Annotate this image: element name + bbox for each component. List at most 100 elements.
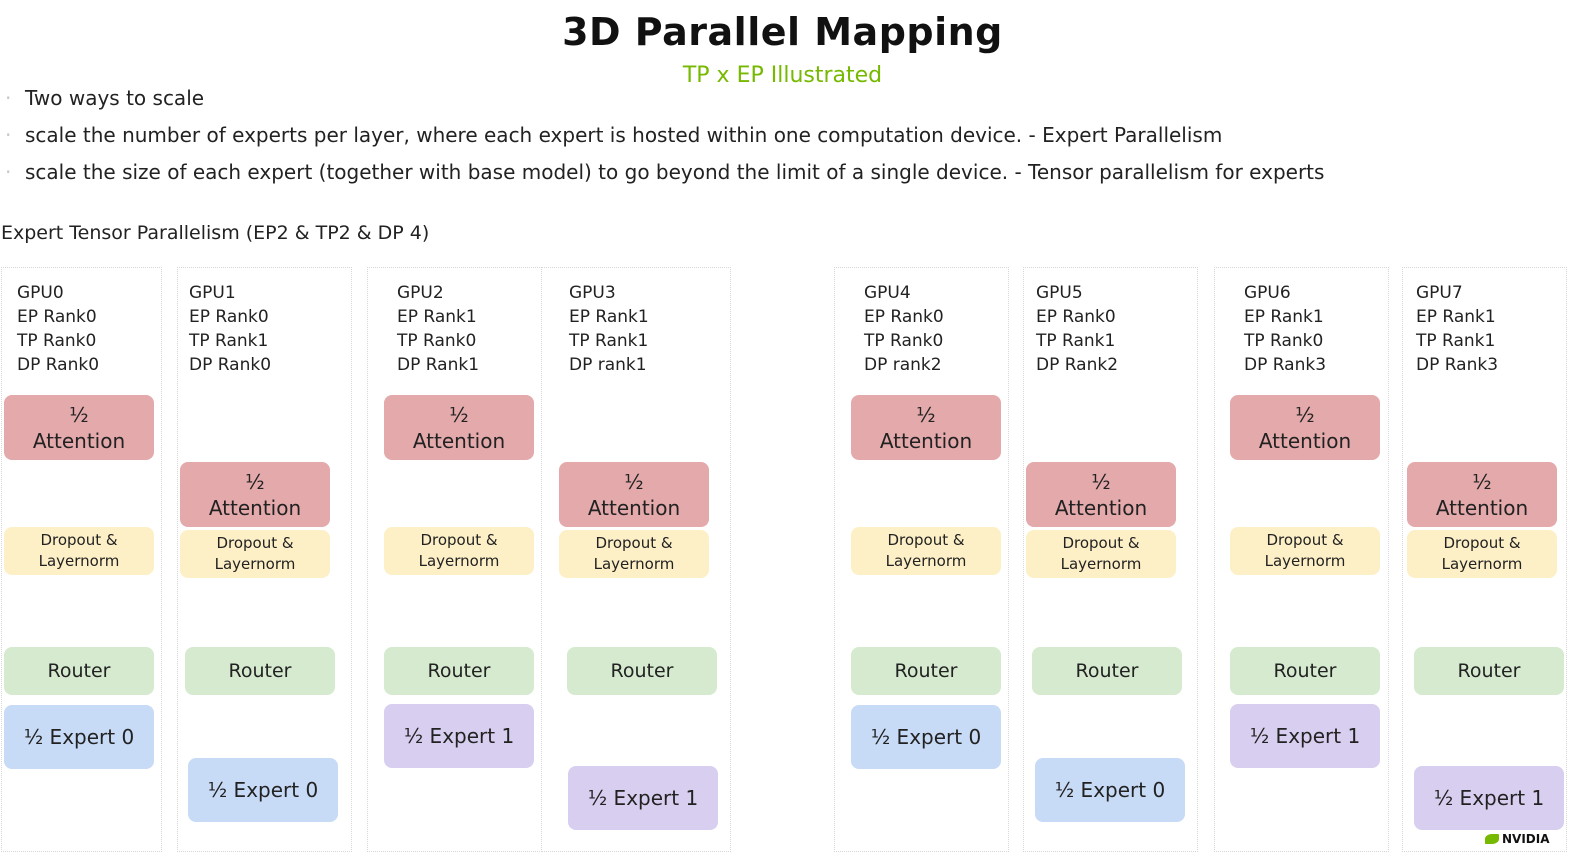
router-label: Router bbox=[1273, 660, 1337, 682]
layernorm-label: Layernorm bbox=[1060, 555, 1142, 573]
nvidia-eye-icon bbox=[1485, 834, 1499, 844]
gpu-info: GPU4 EP Rank0 TP Rank0 DP rank2 bbox=[864, 281, 944, 377]
gpu-dp-label: DP Rank1 bbox=[397, 355, 480, 375]
attention-label: Attention bbox=[587, 495, 681, 520]
gpu-name-label: GPU3 bbox=[569, 283, 616, 303]
nvidia-logo: NVIDIA bbox=[1485, 832, 1550, 846]
attention-label: Attention bbox=[1258, 428, 1352, 453]
attention-fraction: ½ bbox=[449, 402, 469, 427]
attention-label: Attention bbox=[879, 428, 973, 453]
gpu-column bbox=[1023, 267, 1198, 852]
router-block: Router bbox=[384, 647, 534, 695]
router-label: Router bbox=[610, 660, 674, 682]
dropout-label: Dropout & bbox=[420, 531, 498, 549]
dropout-label: Dropout & bbox=[595, 534, 673, 552]
layernorm-label: Layernorm bbox=[38, 552, 120, 570]
expert-label: ½ Expert 0 bbox=[207, 778, 319, 802]
expert-label: ½ Expert 0 bbox=[1054, 778, 1166, 802]
dropout-label: Dropout & bbox=[216, 534, 294, 552]
attention-label: Attention bbox=[32, 428, 126, 453]
expert-block: ½ Expert 0 bbox=[851, 705, 1001, 769]
attention-fraction: ½ bbox=[1295, 402, 1315, 427]
dropout-layernorm-block: Dropout & Layernorm bbox=[4, 527, 154, 575]
gpu-ep-label: EP Rank0 bbox=[864, 307, 944, 327]
gpu-tp-label: TP Rank1 bbox=[1416, 331, 1496, 351]
router-block: Router bbox=[4, 647, 154, 695]
gpu-dp-label: DP Rank3 bbox=[1416, 355, 1499, 375]
dropout-layernorm-block: Dropout &Layernorm bbox=[1230, 527, 1380, 575]
dropout-label: Dropout & bbox=[1443, 534, 1521, 552]
attention-label: Attention bbox=[412, 428, 506, 453]
attention-fraction: ½ bbox=[916, 402, 936, 427]
gpu-ep-label: EP Rank0 bbox=[189, 307, 269, 327]
expert-block: ½ Expert 1 bbox=[1414, 766, 1564, 830]
attention-label: Attention bbox=[1435, 495, 1529, 520]
expert-label: ½ Expert 1 bbox=[587, 786, 699, 810]
gpu-ep-label: EP Rank0 bbox=[1036, 307, 1116, 327]
gpu-column bbox=[1214, 267, 1389, 852]
attention-label: Attention bbox=[1054, 495, 1148, 520]
dropout-layernorm-block: Dropout & Layernorm bbox=[384, 527, 534, 575]
gpu-column bbox=[834, 267, 1009, 852]
expert-block: ½ Expert 1 bbox=[384, 704, 534, 768]
expert-block: ½ Expert 0 bbox=[188, 758, 338, 822]
gpu-column bbox=[1402, 267, 1567, 852]
gpu-tp-label: TP Rank1 bbox=[1036, 331, 1116, 351]
bullet-text: Two ways to scale bbox=[5, 86, 204, 110]
gpu-tp-label: TP Rank0 bbox=[864, 331, 944, 351]
dropout-layernorm-block: Dropout &Layernorm bbox=[180, 530, 330, 578]
router-label: Router bbox=[1075, 660, 1139, 682]
section-title: Expert Tensor Parallelism (EP2 & TP2 & D… bbox=[1, 222, 430, 244]
dropout-label: Dropout & bbox=[40, 531, 118, 549]
gpu-tp-label: TP Rank1 bbox=[189, 331, 269, 351]
dropout-layernorm-block: Dropout &Layernorm bbox=[851, 527, 1001, 575]
expert-label: ½ Expert 0 bbox=[23, 725, 135, 749]
dropout-layernorm-block: Dropout & Layernorm bbox=[559, 530, 709, 578]
dropout-label: Dropout & bbox=[887, 531, 965, 549]
gpu-tp-label: TP Rank0 bbox=[397, 331, 477, 351]
expert-block: ½ Expert 1 bbox=[568, 766, 718, 830]
router-label: Router bbox=[47, 660, 111, 682]
router-block: Router bbox=[851, 647, 1001, 695]
page-title: 3D Parallel Mapping bbox=[562, 10, 1003, 54]
gpu-ep-label: EP Rank0 bbox=[17, 307, 97, 327]
bullet-text: scale the size of each expert (together … bbox=[5, 160, 1324, 184]
attention-fraction: ½ bbox=[624, 469, 644, 494]
gpu-name-label: GPU0 bbox=[17, 283, 64, 303]
expert-label: ½ Expert 1 bbox=[1433, 786, 1545, 810]
gpu-dp-label: DP rank2 bbox=[864, 355, 942, 375]
gpu-dp-label: DP Rank0 bbox=[17, 355, 100, 375]
gpu-dp-label: DP Rank2 bbox=[1036, 355, 1119, 375]
gpu-dp-label: DP rank1 bbox=[569, 355, 647, 375]
gpu-column bbox=[541, 267, 731, 852]
expert-block: ½ Expert 0 bbox=[4, 705, 154, 769]
dropout-layernorm-block: Dropout & Layernorm bbox=[1407, 530, 1557, 578]
gpu-tp-label: TP Rank0 bbox=[1244, 331, 1324, 351]
gpu-name-label: GPU4 bbox=[864, 283, 911, 303]
dropout-label: Dropout & bbox=[1062, 534, 1140, 552]
layernorm-label: Layernorm bbox=[418, 552, 500, 570]
expert-label: ½ Expert 1 bbox=[1249, 724, 1361, 748]
expert-label: ½ Expert 1 bbox=[403, 724, 515, 748]
router-block: Router bbox=[1230, 647, 1380, 695]
layernorm-label: Layernorm bbox=[1441, 555, 1523, 573]
router-block: Router bbox=[1414, 647, 1564, 695]
layernorm-label: Layernorm bbox=[593, 555, 675, 573]
router-block: Router bbox=[567, 647, 717, 695]
expert-label: ½ Expert 0 bbox=[870, 725, 982, 749]
layernorm-label: Layernorm bbox=[1264, 552, 1346, 570]
page-subtitle: TP x EP Illustrated bbox=[682, 63, 883, 88]
router-label: Router bbox=[894, 660, 958, 682]
gpu-column bbox=[177, 267, 352, 852]
